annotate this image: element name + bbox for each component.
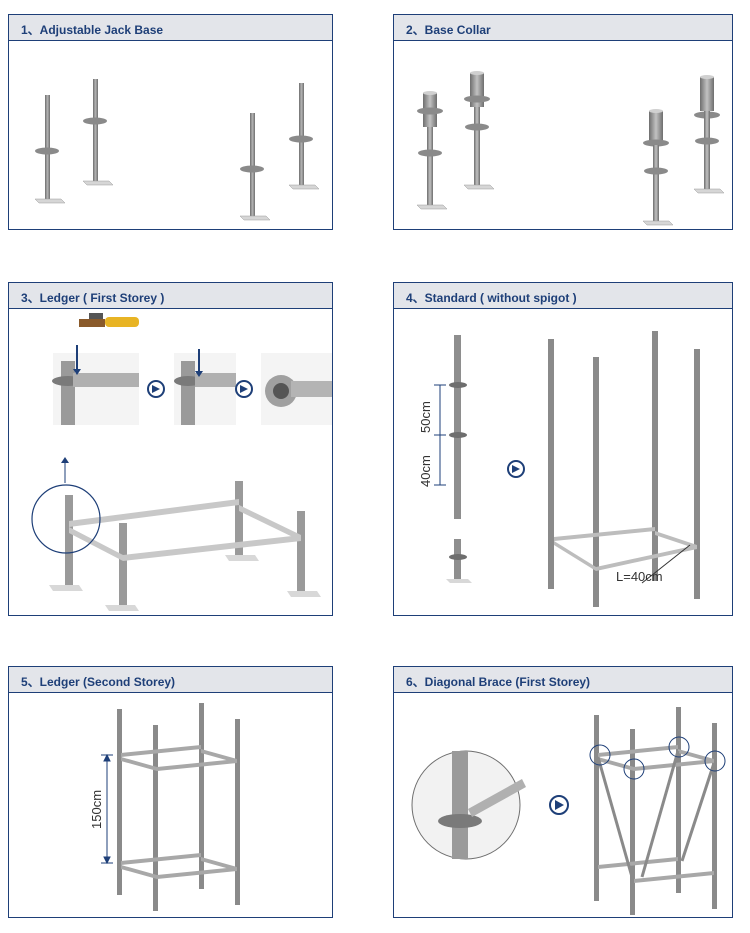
- panel-header: 5、Ledger (Second Storey): [9, 667, 332, 693]
- detail-callout-circle: [31, 484, 101, 554]
- panel-title: 4、Standard ( without spigot ): [406, 291, 577, 305]
- jack-base-illustration: [34, 79, 320, 221]
- ledger-step-2: [174, 349, 236, 425]
- dimension-label-40cm: 40cm: [418, 455, 433, 487]
- ledger-step-1: [52, 345, 139, 425]
- brace-detail-callout: [411, 750, 526, 860]
- ledger-step-3: [261, 353, 332, 425]
- dimension-lines: [434, 384, 446, 486]
- panel-title: 2、Base Collar: [406, 23, 491, 37]
- jack-base: [82, 79, 114, 186]
- panel-header: 1、Adjustable Jack Base: [9, 15, 332, 41]
- base-collar: [463, 71, 495, 190]
- ledger-second-storey-illustration: 150cm: [89, 703, 240, 911]
- dimension-label-50cm: 50cm: [418, 401, 433, 433]
- base-collar: [693, 75, 725, 194]
- panel-title: 5、Ledger (Second Storey): [21, 675, 176, 689]
- panel-header: 6、Diagonal Brace (First Storey): [394, 667, 732, 693]
- length-leader-line: [641, 544, 691, 584]
- jack-base: [288, 83, 320, 190]
- ledger-first-storey-illustration: [31, 313, 332, 611]
- scaffold-frame: [594, 707, 717, 915]
- panel-adjustable-jack-base: 1、Adjustable Jack Base: [8, 14, 333, 230]
- panel-title: 1、Adjustable Jack Base: [21, 23, 164, 37]
- joint-highlight-circle: [668, 736, 690, 758]
- joint-highlight-circle: [623, 758, 645, 780]
- ledger-assembly: [49, 481, 321, 611]
- diagonal-brace-illustration: [411, 707, 726, 915]
- circled-right-arrow-icon: [549, 795, 569, 815]
- hammer-icon: [79, 313, 139, 327]
- panel-ledger-first-storey: 3、Ledger ( First Storey ): [8, 282, 333, 616]
- dimension-lines: [101, 753, 113, 865]
- jack-base: [34, 95, 66, 204]
- dimension-label-150cm: 150cm: [89, 790, 104, 829]
- dimension-label-L: L=40cm: [616, 569, 663, 584]
- joint-highlight-circle: [589, 744, 611, 766]
- scaffold-frame: [117, 703, 240, 911]
- joint-highlight-circle: [704, 750, 726, 772]
- panel-base-collar: 2、Base Collar: [393, 14, 733, 230]
- standard-frame: [548, 331, 700, 607]
- circled-right-arrow-icon: [147, 380, 165, 398]
- panel-header: 2、Base Collar: [394, 15, 732, 41]
- base-collar: [642, 109, 674, 226]
- base-collar-illustration: [416, 71, 725, 226]
- panel-header: 4、Standard ( without spigot ): [394, 283, 732, 309]
- jack-base: [239, 113, 271, 221]
- circled-right-arrow-icon: [235, 380, 253, 398]
- circled-right-arrow-icon: [507, 460, 525, 478]
- panel-ledger-second-storey: 5、Ledger (Second Storey) 150cm: [8, 666, 333, 918]
- panel-standard-without-spigot: 4、Standard ( without spigot ) 50cm 40cm: [393, 282, 733, 616]
- standard-illustration: 50cm 40cm L=40cm: [418, 331, 700, 607]
- base-collar: [416, 91, 448, 210]
- panel-diagonal-brace-first-storey: 6、Diagonal Brace (First Storey): [393, 666, 733, 918]
- panel-title: 3、Ledger ( First Storey ): [21, 291, 165, 305]
- standard-tube: [446, 335, 472, 583]
- panel-header: 3、Ledger ( First Storey ): [9, 283, 332, 309]
- panel-title: 6、Diagonal Brace (First Storey): [406, 675, 591, 689]
